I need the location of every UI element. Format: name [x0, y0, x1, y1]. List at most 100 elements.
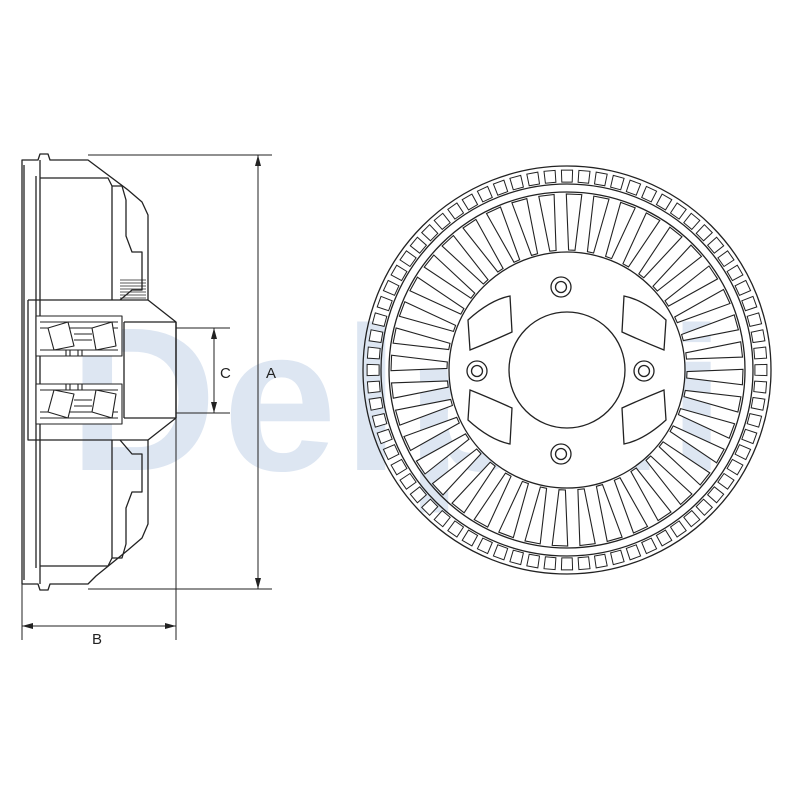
- outer-tooth: [669, 202, 687, 220]
- outer-tooth: [476, 185, 493, 203]
- outer-tooth: [371, 413, 388, 428]
- cooling-rib: [394, 398, 454, 426]
- outer-tooth: [746, 312, 763, 327]
- drum-fin-top: [112, 185, 143, 301]
- outer-teeth-ring: [366, 169, 768, 571]
- cooling-rib: [622, 212, 661, 268]
- outer-tooth: [577, 169, 591, 184]
- cooling-rib: [604, 201, 636, 260]
- dimension-b-label: B: [92, 631, 102, 648]
- cooling-rib: [403, 416, 461, 452]
- outer-tooth: [433, 212, 451, 231]
- cooling-rib: [473, 472, 512, 528]
- outer-tooth: [409, 486, 428, 504]
- dimension-lines: [21, 154, 272, 640]
- outer-tooth: [376, 295, 393, 312]
- cooling-rib: [595, 483, 623, 543]
- drum-fin-bottom: [112, 439, 143, 559]
- outer-tooth: [734, 279, 752, 296]
- outer-tooth: [399, 250, 417, 268]
- outer-tooth: [560, 169, 574, 183]
- outer-tooth: [683, 212, 701, 231]
- cooling-rib: [680, 314, 740, 342]
- cooling-rib: [669, 425, 725, 464]
- cooling-rib: [423, 254, 476, 299]
- outer-tooth: [371, 312, 388, 327]
- cooling-ribs: [390, 193, 744, 547]
- cooling-rib: [498, 480, 530, 539]
- outer-tooth: [753, 346, 768, 360]
- outer-tooth: [717, 472, 735, 490]
- outer-tooth: [750, 396, 766, 411]
- outer-tooth: [366, 380, 381, 394]
- outer-tooth: [509, 549, 524, 566]
- outer-tooth: [754, 363, 768, 377]
- cooling-rib: [645, 455, 693, 506]
- outer-tooth: [509, 174, 524, 191]
- outer-tooth: [368, 396, 384, 411]
- outer-tooth: [741, 295, 758, 312]
- outer-tooth: [683, 509, 701, 528]
- outer-tooth: [560, 557, 574, 571]
- outer-tooth: [734, 444, 752, 461]
- drum-inner-wall: [39, 160, 113, 584]
- outer-tooth: [461, 529, 479, 547]
- cooling-rib: [658, 441, 711, 486]
- cooling-rib: [686, 368, 744, 386]
- cooling-rib: [390, 380, 449, 399]
- outer-tooth: [750, 329, 766, 344]
- hub-body: [27, 299, 177, 441]
- outer-tooth: [366, 363, 380, 377]
- outer-tooth: [695, 223, 714, 242]
- outer-tooth: [726, 264, 744, 282]
- outer-tooth: [543, 556, 557, 571]
- bearing-lower: [35, 383, 123, 425]
- drum-side-section-view: [21, 153, 177, 591]
- outer-tooth: [726, 458, 744, 476]
- cooling-rib: [652, 244, 703, 292]
- outer-tooth: [376, 428, 393, 445]
- cooling-rib: [451, 461, 496, 514]
- outer-tooth: [399, 472, 417, 490]
- outer-tooth: [625, 179, 642, 196]
- cooling-rib: [538, 193, 557, 252]
- cooling-rib: [398, 301, 457, 333]
- cooling-rib: [673, 288, 731, 324]
- outer-tooth: [492, 544, 509, 561]
- drum-rib-ring: [388, 191, 746, 549]
- dimension-c-label: C: [220, 365, 231, 382]
- outer-tooth: [706, 486, 725, 504]
- cooling-rib: [409, 276, 465, 315]
- cooling-rib: [613, 476, 649, 534]
- outer-tooth: [695, 498, 714, 517]
- outer-tooth: [625, 544, 642, 561]
- cooling-rib: [683, 389, 742, 413]
- outer-tooth: [526, 553, 541, 569]
- knurl-band: [120, 279, 146, 299]
- hub-bore: [123, 321, 176, 419]
- cooling-rib: [415, 433, 470, 475]
- cooling-rib: [524, 486, 548, 545]
- outer-tooth: [420, 223, 439, 242]
- bearing-upper: [35, 315, 123, 357]
- outer-tooth: [492, 179, 509, 196]
- outer-tooth: [717, 250, 735, 268]
- drum-front-view: [362, 165, 772, 575]
- cooling-rib: [685, 341, 744, 360]
- outer-tooth: [655, 193, 673, 211]
- outer-tooth: [476, 537, 493, 555]
- outer-tooth: [447, 202, 465, 220]
- cooling-rib: [551, 489, 569, 547]
- cooling-rib: [511, 197, 539, 257]
- outer-tooth: [433, 509, 451, 528]
- outer-tooth: [543, 169, 557, 184]
- drum-rim-circle: [380, 183, 754, 557]
- cooling-rib: [462, 218, 504, 273]
- outer-tooth: [669, 520, 687, 538]
- drum-rim-lip: [23, 165, 37, 580]
- dimension-arrows: [22, 155, 261, 629]
- outer-tooth: [610, 174, 625, 191]
- outer-tooth: [420, 498, 439, 517]
- outer-tooth: [593, 171, 608, 187]
